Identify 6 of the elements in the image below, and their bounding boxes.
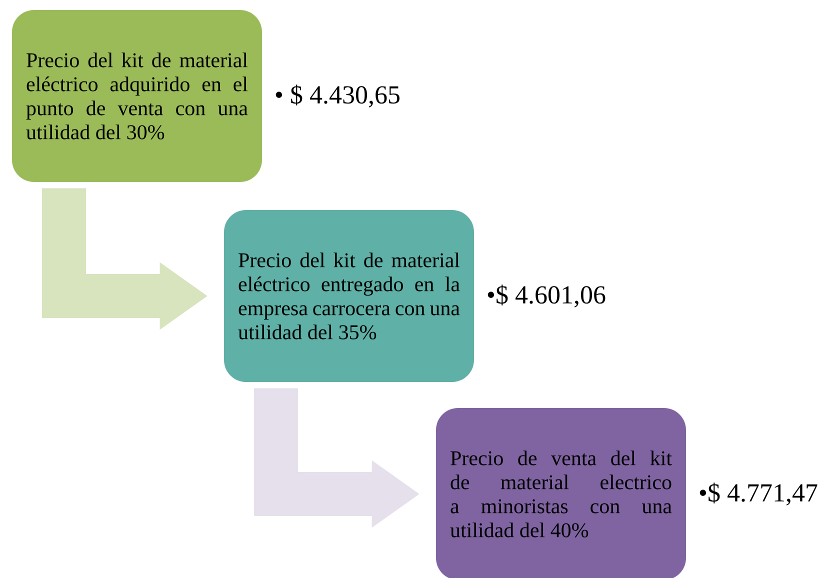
price-text: •$ 4.771,47 [700, 482, 818, 506]
price-text: • $ 4.430,65 [276, 84, 400, 108]
process-box: Precio del kit de material eléctrico entregado en la empresa carrocera con una utilidad del 35% [224, 210, 474, 382]
process-box: Precio de venta del kit de material electrico a minoristas con una utilidad del 40% [436, 408, 686, 578]
process-box: Precio del kit de material eléctrico adquirido en el punto de venta con una utilidad del 30% [12, 10, 262, 182]
price-text: •$ 4.601,06 [488, 284, 606, 308]
